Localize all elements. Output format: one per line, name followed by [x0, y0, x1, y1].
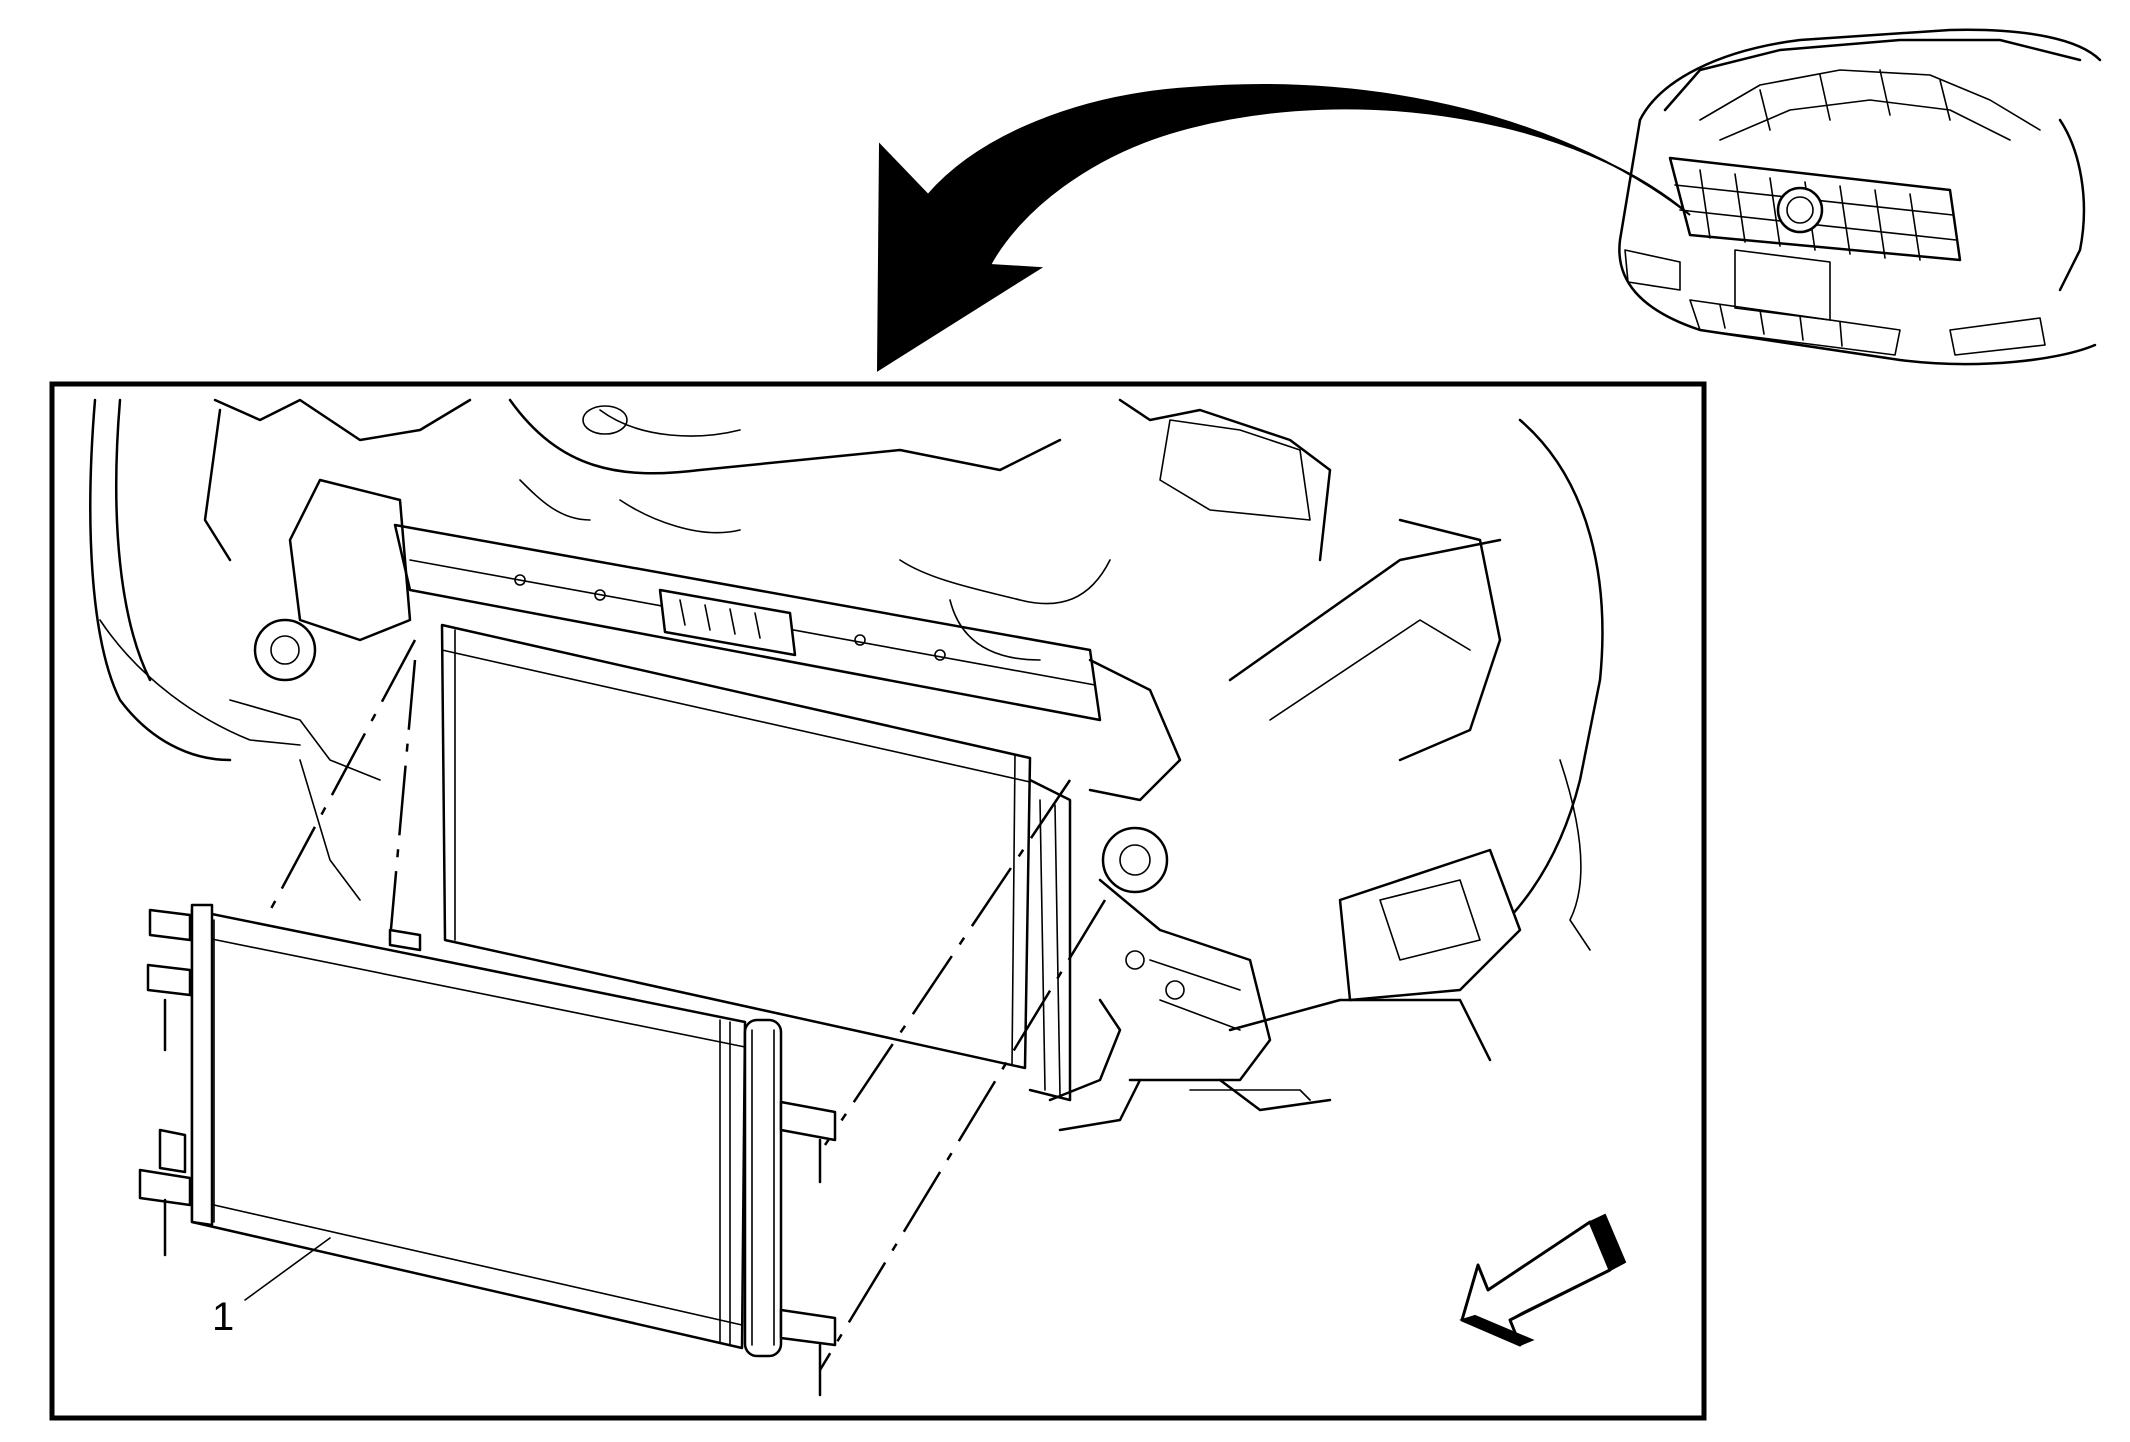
vehicle-front-view-icon [1618, 28, 2102, 366]
detail-view-frame [49, 381, 1707, 1421]
vehicle-front-structure [89, 398, 1604, 1132]
callout-1: 1 [212, 1237, 331, 1339]
alignment-lines [263, 639, 1107, 1371]
callout-1-label: 1 [212, 1295, 234, 1339]
direction-arrow-icon [876, 83, 1691, 372]
front-of-vehicle-arrow-icon [1459, 1213, 1627, 1347]
